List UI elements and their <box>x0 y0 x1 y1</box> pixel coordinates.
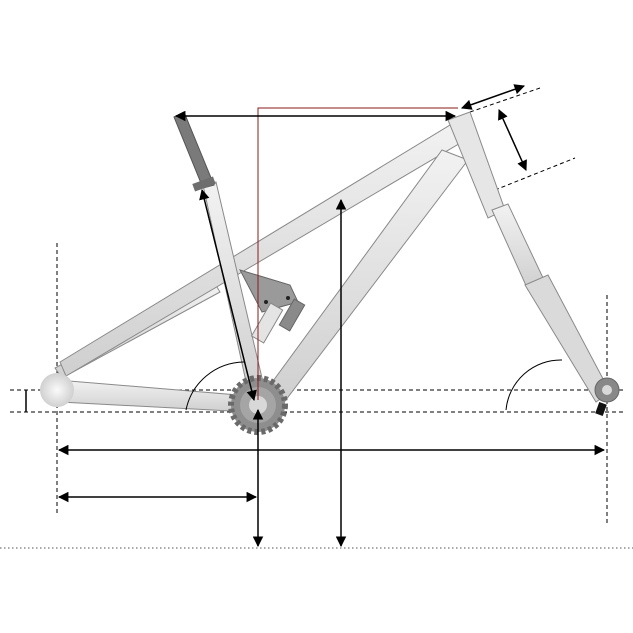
head-tube-length-arrow <box>498 109 527 171</box>
rear-axle <box>40 373 74 407</box>
seatpost-collar <box>192 176 216 192</box>
linkage-pivot <box>264 300 268 304</box>
front-axle-center <box>602 385 612 395</box>
head-tube-top-extension <box>469 87 541 113</box>
chain-stay <box>56 379 251 413</box>
rear-shock-reservoir <box>278 298 306 332</box>
linkage-pivot <box>286 296 290 300</box>
dimension-arrows <box>25 84 606 548</box>
seat-tube-length-arrow <box>199 188 257 402</box>
head-tube-width-arrow <box>461 84 525 110</box>
head-tube-bottom-extension <box>494 157 576 191</box>
seatpost <box>173 111 215 189</box>
head-angle-arc <box>505 359 563 411</box>
bike-frame <box>40 111 620 435</box>
fork-dropout <box>595 401 607 417</box>
fork-stanchion <box>491 203 546 291</box>
rear-shock <box>250 302 284 344</box>
reach-stack-reference-line <box>257 107 458 400</box>
